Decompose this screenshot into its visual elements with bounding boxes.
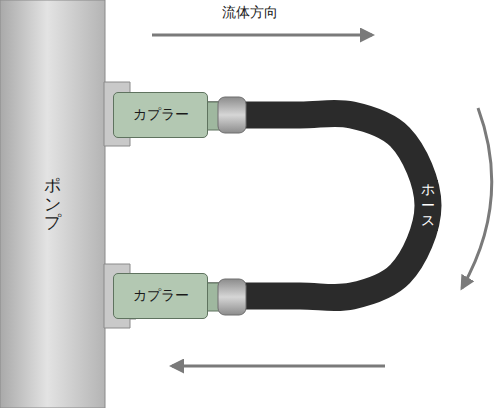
hose [208, 113, 428, 297]
hose-label: ホース [418, 180, 438, 230]
pump-label: ポンプ [44, 176, 61, 232]
coupler-label: カプラー [133, 106, 189, 124]
coupler: カプラー [113, 92, 208, 138]
coupler-label: カプラー [133, 287, 189, 305]
pump-body [0, 0, 105, 408]
hose-ferrule [218, 279, 246, 315]
pump: ポンプ [0, 0, 105, 408]
coupler: カプラー [113, 273, 208, 319]
flow-direction-label: 流体方向 [222, 4, 278, 22]
hose-ferrule [218, 97, 246, 133]
